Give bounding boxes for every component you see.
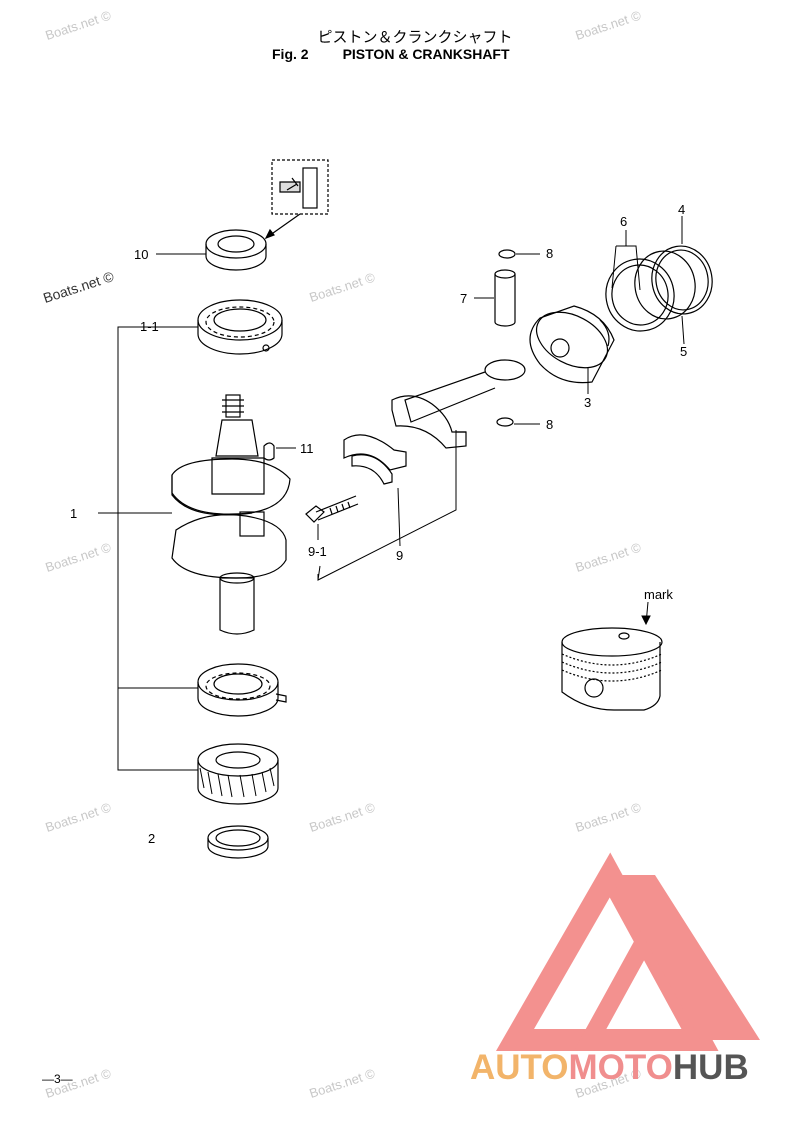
upper-bearing-part xyxy=(197,299,283,355)
callout-7: 7 xyxy=(460,291,467,306)
callout-10: 10 xyxy=(134,247,148,262)
page-number: —3— xyxy=(42,1072,73,1086)
callout-5: 5 xyxy=(680,344,687,359)
piston-rings-part xyxy=(605,245,713,332)
piston-pin-part xyxy=(494,269,516,327)
callout-8-bottom: 8 xyxy=(546,417,553,432)
callout-8-top: 8 xyxy=(546,246,553,261)
callout-1-1: 1-1 xyxy=(140,319,159,334)
rod-cap-part xyxy=(343,434,407,485)
figure-title: Fig. 2 PISTON & CRANKSHAFT xyxy=(272,46,510,62)
oil-seal-part xyxy=(205,229,267,271)
brand-part-auto: AUTO xyxy=(470,1048,569,1087)
callout-2: 2 xyxy=(148,831,155,846)
callout-6: 6 xyxy=(620,214,627,229)
brand-wordmark: AUTOMOTOHUB xyxy=(470,1048,749,1088)
brand-logo-icon xyxy=(495,852,760,1051)
woodruff-key-part xyxy=(263,442,275,461)
crankshaft-part xyxy=(171,394,291,635)
figure-number: Fig. 2 xyxy=(272,46,309,62)
callout-9: 9 xyxy=(396,548,403,563)
title-japanese: ピストン＆クランクシャフト xyxy=(317,28,513,46)
marked-piston-part xyxy=(561,627,663,711)
figure-caption: PISTON & CRANKSHAFT xyxy=(342,46,510,62)
callout-4: 4 xyxy=(678,202,685,217)
piston-part xyxy=(529,305,615,384)
callout-9-1: 9-1 xyxy=(308,544,327,559)
lower-bearing-part xyxy=(197,663,287,717)
callout-11: 11 xyxy=(300,441,314,456)
connecting-rod-part xyxy=(391,359,526,449)
thrust-washer-part xyxy=(207,825,269,859)
seal-detail-inset xyxy=(264,159,329,240)
callout-1: 1 xyxy=(70,506,77,521)
callout-mark: mark xyxy=(644,587,673,602)
brand-part-hub: HUB xyxy=(672,1048,749,1087)
callout-3: 3 xyxy=(584,395,591,410)
leader-lines xyxy=(98,216,685,771)
rod-bolt-part xyxy=(305,495,359,523)
brand-part-moto: MOTO xyxy=(568,1048,673,1087)
pin-clip-part xyxy=(498,249,516,259)
pin-clip-part xyxy=(496,417,514,427)
crank-gear-part xyxy=(197,743,279,805)
